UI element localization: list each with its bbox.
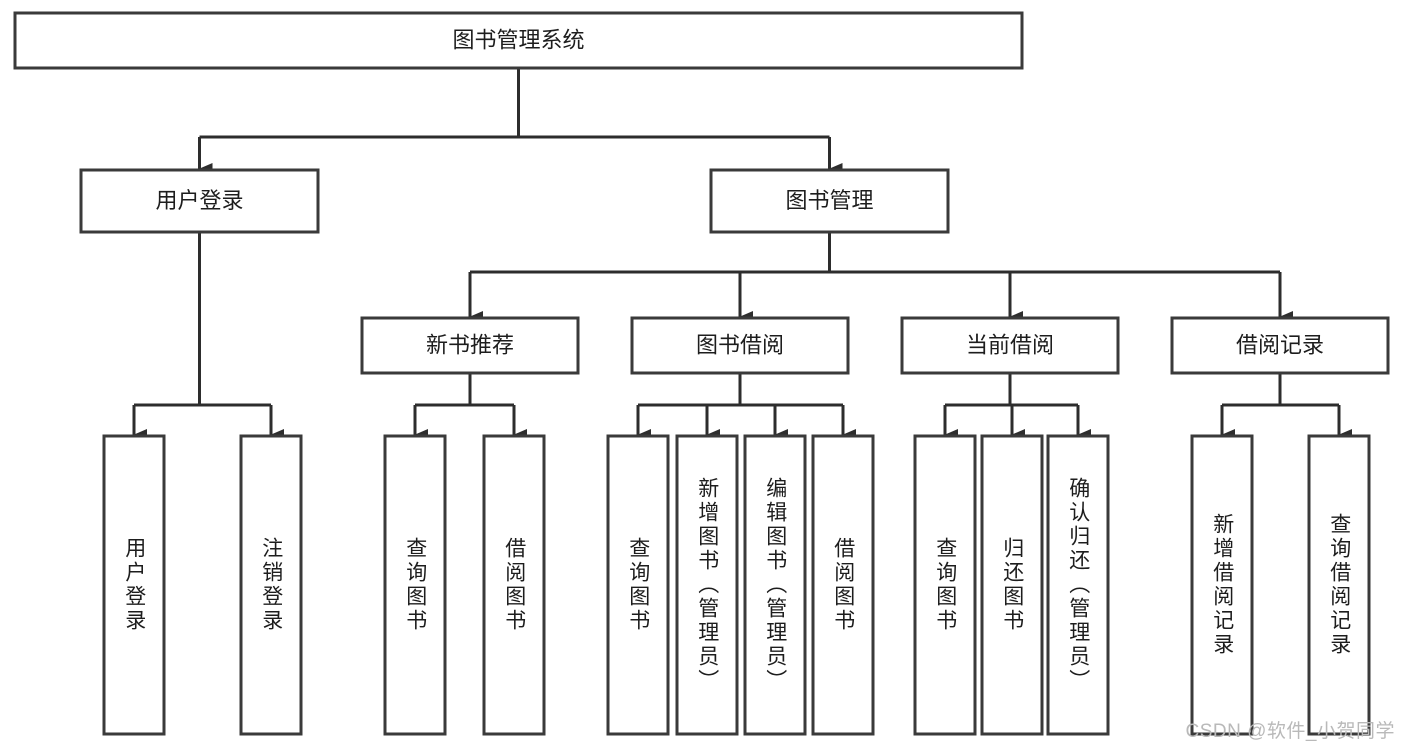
node-查询借阅记录-leaf-12[interactable] — [1307, 434, 1371, 736]
node-新增借阅记录-leaf-11[interactable] — [1190, 434, 1254, 736]
node-图书管理-l2-1-label: 图书管理 — [785, 188, 873, 213]
node-确认归还管理员-leaf-10[interactable] — [1046, 434, 1110, 736]
node-新增图书管理员-leaf-5-rect[interactable] — [675, 434, 739, 736]
node-图书管理-l2-1[interactable]: 图书管理 — [709, 168, 950, 234]
node-查询图书-leaf-4[interactable] — [606, 434, 670, 736]
node-编辑图书管理员-leaf-6-rect[interactable] — [743, 434, 807, 736]
node-当前借阅-l3-2-rect[interactable] — [900, 316, 1120, 375]
node-编辑图书管理员-leaf-6[interactable] — [743, 434, 807, 736]
node-用户登录-l2-0-rect[interactable] — [79, 168, 320, 234]
node-用户登录-l2-0-label: 用户登录 — [155, 188, 243, 213]
node-当前借阅-l3-2-label: 当前借阅 — [966, 332, 1054, 357]
node-新书推荐-l3-0[interactable]: 新书推荐 — [360, 316, 580, 375]
node-图书借阅-l3-1-rect[interactable] — [630, 316, 850, 375]
node-图书借阅-l3-1-label: 图书借阅 — [696, 332, 784, 357]
node-图书借阅-l3-1[interactable]: 图书借阅 — [630, 316, 850, 375]
node-确认归还管理员-leaf-10-rect[interactable] — [1046, 434, 1110, 736]
node-借阅记录-l3-3-label: 借阅记录 — [1236, 332, 1324, 357]
connector-layer — [132, 68, 1352, 441]
node-查询图书-leaf-2-rect[interactable] — [383, 434, 447, 736]
node-新增借阅记录-leaf-11-rect[interactable] — [1190, 434, 1254, 736]
node-当前借阅-l3-2[interactable]: 当前借阅 — [900, 316, 1120, 375]
node-借阅图书-leaf-3[interactable] — [482, 434, 546, 736]
node-归还图书-leaf-9[interactable] — [980, 434, 1044, 736]
node-用户登录-leaf-0[interactable] — [102, 434, 166, 736]
node-借阅图书-leaf-7[interactable] — [811, 434, 875, 736]
node-查询图书-leaf-8-rect[interactable] — [913, 434, 977, 736]
node-借阅图书-leaf-3-rect[interactable] — [482, 434, 546, 736]
node-查询借阅记录-leaf-12-rect[interactable] — [1307, 434, 1371, 736]
node-借阅图书-leaf-7-rect[interactable] — [811, 434, 875, 736]
node-图书管理-l2-1-rect[interactable] — [709, 168, 950, 234]
node-新增图书管理员-leaf-5[interactable] — [675, 434, 739, 736]
node-新书推荐-l3-0-label: 新书推荐 — [426, 332, 514, 357]
node-用户登录-l2-0[interactable]: 用户登录 — [79, 168, 320, 234]
node-借阅记录-l3-3-rect[interactable] — [1170, 316, 1390, 375]
node-注销登录-leaf-1[interactable] — [239, 434, 303, 736]
node-归还图书-leaf-9-rect[interactable] — [980, 434, 1044, 736]
node-用户登录-leaf-0-rect[interactable] — [102, 434, 166, 736]
node-注销登录-leaf-1-rect[interactable] — [239, 434, 303, 736]
node-借阅记录-l3-3[interactable]: 借阅记录 — [1170, 316, 1390, 375]
node-root-system-label: 图书管理系统 — [452, 27, 584, 52]
node-查询图书-leaf-2[interactable] — [383, 434, 447, 736]
node-root-system-rect[interactable] — [13, 11, 1024, 70]
node-root-system[interactable]: 图书管理系统 — [13, 11, 1024, 70]
node-查询图书-leaf-4-rect[interactable] — [606, 434, 670, 736]
node-查询图书-leaf-8[interactable] — [913, 434, 977, 736]
node-新书推荐-l3-0-rect[interactable] — [360, 316, 580, 375]
watermark: CSDN @软件_小贺同学 — [1185, 721, 1395, 742]
